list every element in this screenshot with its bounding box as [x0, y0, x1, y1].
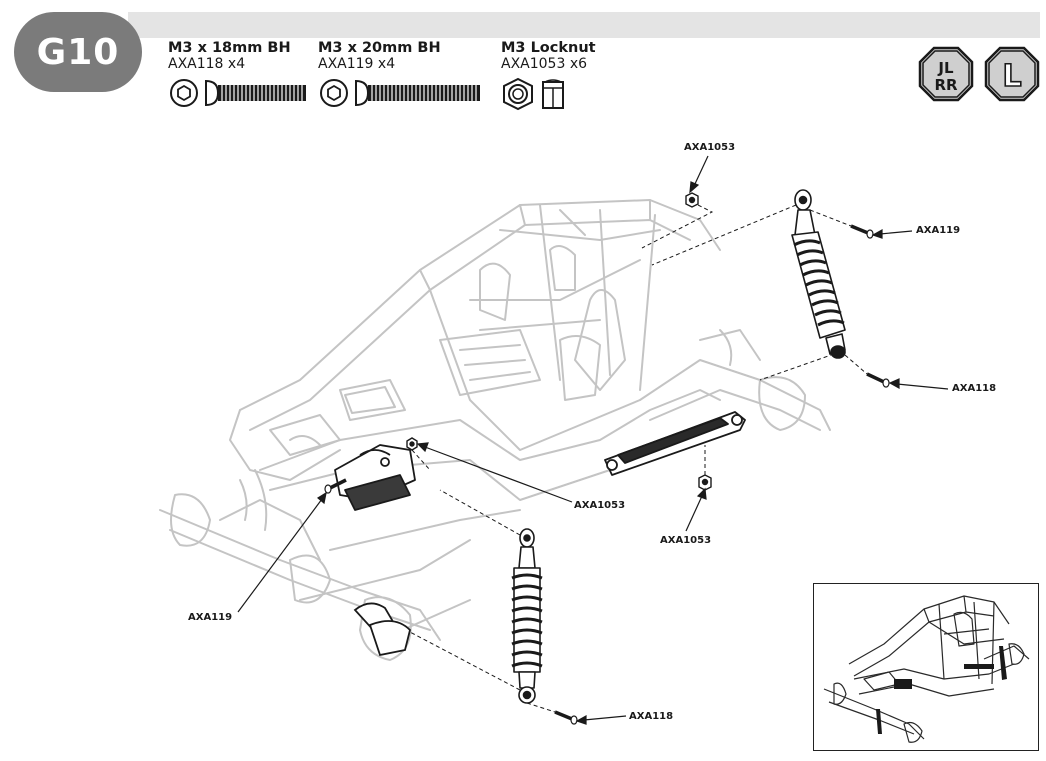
header-band: [128, 12, 1040, 38]
rear-link-arm: [604, 411, 746, 476]
left-side-icon: [984, 46, 1040, 102]
part-m3x20-bh: M3 x 20mm BH AXA119 x4: [318, 40, 441, 72]
front-shock: [511, 528, 543, 704]
callout-screw-top-right: AXA119: [916, 225, 961, 236]
step-number: G10: [36, 31, 120, 73]
locknut-center: [406, 437, 418, 451]
l-text: L: [1002, 59, 1021, 94]
locknut-icon: [503, 77, 564, 111]
screw-top-right: [850, 224, 874, 239]
callout-locknut-center: AXA1053: [574, 500, 626, 511]
part-name: M3 x 18mm BH: [168, 40, 291, 56]
callout-locknut-lower-right: AXA1053: [660, 535, 712, 546]
callout-screw-bottom: AXA118: [629, 711, 674, 722]
part-m3-locknut: M3 Locknut AXA1053 x6: [501, 40, 596, 72]
side-indicator-icons: JL RR L: [918, 46, 1040, 102]
part-qty: AXA1053 x6: [501, 56, 588, 72]
front-shock-mount: [334, 444, 416, 511]
callout-screw-left: AXA119: [188, 612, 233, 623]
part-name: M3 Locknut: [501, 40, 596, 56]
callout-arrows: [237, 155, 949, 725]
screw-left: [324, 478, 347, 494]
part-qty: AXA118 x4: [168, 56, 246, 72]
step-badge: [14, 12, 142, 92]
callout-screw-mid-right: AXA118: [952, 383, 997, 394]
rear-shock: [791, 189, 846, 359]
part-qty: AXA119 x4: [318, 56, 396, 72]
jl-text: JL: [937, 59, 954, 77]
left-right-side-icon: [918, 46, 974, 102]
overview-inset: [813, 583, 1039, 751]
callout-locknut-top: AXA1053: [684, 142, 736, 153]
assembly-guides: [409, 204, 868, 713]
screw-mid-right: [866, 372, 890, 388]
part-m3x18-bh: M3 x 18mm BH AXA118 x4: [168, 40, 291, 72]
part-name: M3 x 20mm BH: [318, 40, 441, 56]
button-head-screw-icon: [320, 79, 480, 107]
overview-vehicle-image: [823, 595, 1030, 743]
button-head-screw-icon: [170, 79, 306, 107]
screw-bottom: [554, 710, 578, 725]
rr-text: RR: [934, 76, 958, 94]
locknut-lower-right: [698, 474, 712, 491]
locknut-top: [685, 192, 699, 208]
front-lower-mount: [353, 602, 411, 657]
